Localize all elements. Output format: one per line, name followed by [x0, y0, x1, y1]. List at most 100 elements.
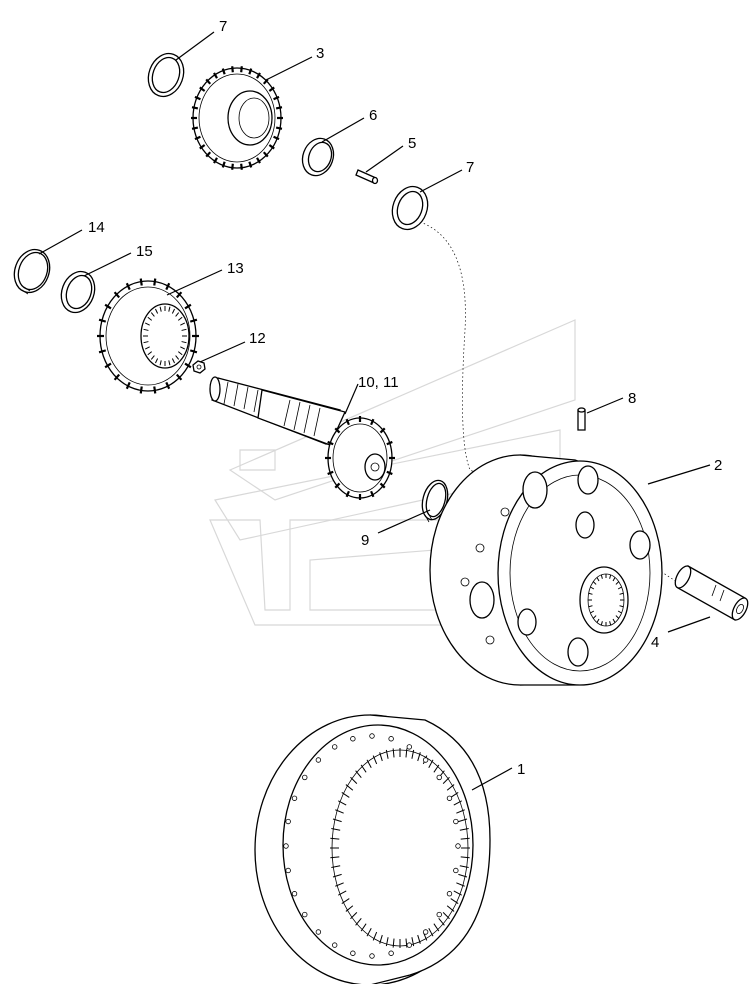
nut-12: [192, 360, 206, 374]
gear-tooth: [262, 151, 269, 158]
gear-tooth: [153, 386, 157, 394]
ring-gear-tooth: [405, 748, 408, 758]
sun-gear-13: [97, 278, 199, 394]
ring-gear-tooth: [433, 923, 440, 932]
ring-gear-tooth: [405, 938, 408, 948]
ring-gear-tooth: [338, 800, 347, 806]
bolt-hole: [350, 736, 356, 742]
bolt-hole: [331, 744, 338, 750]
ring-gear-tooth: [456, 882, 465, 887]
gear-tooth: [98, 349, 107, 354]
bolt-hole: [369, 953, 375, 959]
gear-tooth: [153, 278, 157, 286]
ring-gear-tooth: [442, 776, 450, 785]
gear-tooth: [327, 470, 334, 476]
ring-gear-tooth: [385, 937, 389, 947]
ring-gear-tooth: [453, 800, 462, 806]
gear-tooth: [268, 86, 275, 92]
bolt-hole: [406, 942, 413, 948]
spline-line: [147, 316, 153, 321]
spline-line: [612, 618, 616, 623]
ring-gear-tooth: [438, 918, 445, 926]
gear-tooth: [194, 135, 201, 141]
bolt-hole: [315, 757, 322, 763]
gear-tooth: [240, 163, 243, 170]
ring-gear-tooth: [341, 898, 350, 904]
ring-gear-tooth: [459, 828, 469, 831]
bolt-hole: [350, 950, 356, 956]
gear-tooth: [379, 427, 386, 434]
bolt-hole: [446, 891, 453, 897]
spline-line: [155, 358, 159, 364]
bolt-hole: [455, 843, 461, 849]
snap-ring-14: [13, 248, 51, 295]
bolt-hole: [453, 818, 459, 825]
gear-tooth: [268, 144, 275, 150]
ring-gear-tooth: [450, 898, 459, 904]
spline-line: [615, 615, 620, 619]
spline-line: [144, 322, 150, 326]
gear-tooth: [104, 303, 112, 310]
gear-tooth: [345, 490, 350, 498]
spline-line: [615, 581, 620, 585]
spline-line: [590, 610, 595, 614]
gear-tooth: [205, 151, 212, 158]
ring-gear-tooth: [330, 837, 340, 840]
ring-gear-tooth: [335, 882, 344, 887]
spline-line: [609, 574, 612, 579]
callout-2: 2: [714, 457, 722, 474]
gear-tooth: [165, 381, 171, 390]
spline-line: [175, 355, 180, 360]
ring-gear-tooth: [460, 856, 470, 859]
bolt-hole: [302, 774, 308, 781]
ring-gear-1: [254, 714, 491, 984]
gear-tooth: [184, 303, 192, 310]
gear-tooth: [113, 291, 121, 299]
planet-carrier-2: [429, 454, 663, 686]
ring-gear-tooth: [411, 749, 415, 759]
gear-tooth: [165, 282, 171, 291]
bolt-hole: [388, 736, 394, 742]
ring-gear-tooth: [458, 873, 468, 878]
ring-gear-tooth: [446, 905, 455, 912]
gear-tooth: [125, 381, 131, 390]
callout-4: 4: [651, 634, 659, 651]
spline-line: [609, 621, 612, 626]
spline-line: [177, 351, 183, 356]
thrust-washer-7-top: [147, 52, 185, 98]
gear-tooth: [231, 163, 234, 170]
ring-gear-tooth: [366, 928, 372, 937]
planet-shaft-4: [674, 565, 749, 621]
gear-tooth: [231, 66, 234, 73]
callout-5: 5: [408, 135, 416, 152]
gear-tooth: [191, 126, 199, 130]
callout-7-top: 7: [219, 18, 227, 35]
spline-line: [588, 605, 593, 608]
spline-line: [617, 586, 622, 590]
spline-line: [143, 328, 149, 331]
gear-tooth: [113, 373, 121, 381]
bearing-ring-6: [301, 137, 335, 177]
ring-gear-tooth: [331, 828, 341, 831]
gear-tooth: [386, 440, 393, 446]
gear-tooth: [275, 126, 283, 130]
input-shaft-10-11: [209, 376, 395, 500]
gear-tooth: [379, 482, 386, 489]
gear-tooth: [327, 440, 334, 446]
spline-line: [150, 312, 155, 317]
bolt-hole: [302, 911, 308, 918]
callout-14: 14: [88, 219, 105, 236]
spline-line: [171, 358, 175, 364]
ring-gear-tooth: [355, 770, 362, 778]
spline-line: [180, 346, 186, 350]
gear-tooth: [199, 86, 206, 92]
ring-gear-tooth: [379, 934, 383, 944]
ring-gear-tooth: [372, 755, 378, 765]
callout-1: 1: [517, 761, 525, 778]
spline-line: [175, 312, 180, 317]
spline-line: [180, 322, 186, 326]
ring-gear-tooth: [417, 752, 421, 762]
gear-tooth: [104, 362, 112, 369]
callout-10-11: 10, 11: [358, 374, 399, 391]
ring-gear-tooth: [332, 818, 342, 823]
